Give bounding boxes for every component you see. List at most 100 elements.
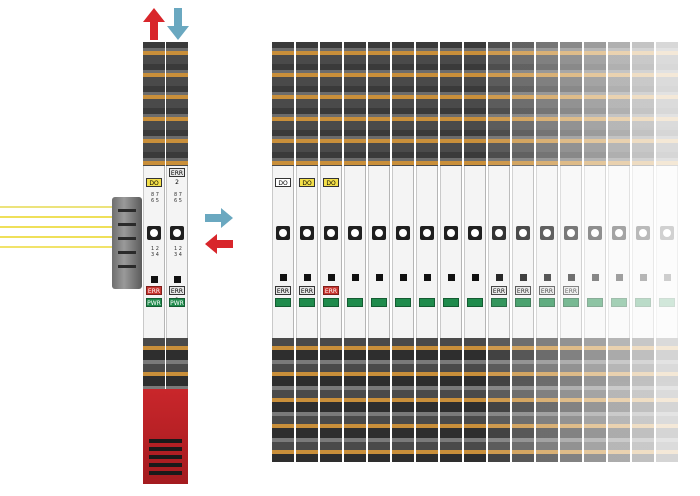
- module-status-label: PWR: [146, 298, 162, 307]
- module-status-indicator: [467, 298, 483, 307]
- rotary-switch-icon: [300, 226, 314, 240]
- terminal-block-bottom: [488, 338, 510, 462]
- led-square: [400, 274, 407, 281]
- terminal-block-top: [464, 42, 486, 166]
- rotary-switch-icon: [660, 226, 674, 240]
- led-square: [151, 276, 158, 283]
- connector-pin: [118, 223, 136, 226]
- rotary-switch-icon: [372, 226, 386, 240]
- module-status-indicator: [635, 298, 651, 307]
- terminal-block-top: [296, 42, 318, 166]
- red-extension-module: [143, 389, 188, 484]
- terminal-block-bottom: [608, 338, 630, 462]
- vent-slot: [149, 455, 182, 459]
- terminal-block-bottom: [296, 338, 318, 462]
- io-module: ERR: [560, 42, 582, 462]
- led-square: [592, 274, 599, 281]
- led-square: [472, 274, 479, 281]
- module-bottom-label: ERR: [275, 286, 291, 295]
- terminal-block-top: [584, 42, 606, 166]
- rotary-switch-icon: [420, 226, 434, 240]
- terminal-block-bottom: [416, 338, 438, 462]
- module-top-label: ERR 2: [169, 168, 185, 186]
- module-status-label: PWR: [169, 298, 185, 307]
- module-bottom-label: ERR: [323, 286, 339, 295]
- led-square: [304, 274, 311, 281]
- module-status-indicator: [419, 298, 435, 307]
- io-module: ERR: [536, 42, 558, 462]
- io-module: [368, 42, 390, 462]
- terminal-block-bottom: [392, 338, 414, 462]
- led-square: [640, 274, 647, 281]
- terminal-block-top: [656, 42, 678, 166]
- terminal-block-bottom: [320, 338, 342, 462]
- rotary-switch-icon: [396, 226, 410, 240]
- terminal-block-top: [488, 42, 510, 166]
- module-status-indicator: [491, 298, 507, 307]
- module-faceplate: DO 8 7 6 5 1 2 3 4 ERR PWR: [143, 166, 165, 338]
- connector-pin: [118, 209, 136, 212]
- terminal-block-bottom: [512, 338, 534, 462]
- module-faceplate: [344, 166, 366, 338]
- rotary-switch-icon: [324, 226, 338, 240]
- terminal-block-bottom: [464, 338, 486, 462]
- module-faceplate: [608, 166, 630, 338]
- fiber-line: [0, 246, 120, 248]
- connector-pin: [118, 237, 136, 240]
- fiber-line: [0, 216, 120, 218]
- rotary-switch-icon: [540, 226, 554, 240]
- terminal-block-top: [392, 42, 414, 166]
- module-bottom-label: ERR: [491, 286, 507, 295]
- module-faceplate: ERR: [512, 166, 534, 338]
- terminal-block-bottom: [536, 338, 558, 462]
- fiber-connector: [112, 197, 142, 289]
- module-bottom-label: ERR: [299, 286, 315, 295]
- module-status-indicator: [587, 298, 603, 307]
- led-square: [174, 276, 181, 283]
- module-bottom-label: ERR: [539, 286, 555, 295]
- terminal-block-top: [536, 42, 558, 166]
- terminal-block-bottom: [584, 338, 606, 462]
- terminal-block-bottom: [344, 338, 366, 462]
- terminal-block-top: [143, 42, 165, 166]
- terminal-block-bottom: [272, 338, 294, 462]
- module-status-indicator: [347, 298, 363, 307]
- module-bottom-label: ERR 1: [169, 286, 185, 304]
- module-faceplate: ERR: [560, 166, 582, 338]
- rotary-switch-icon: [444, 226, 458, 240]
- module-faceplate: [416, 166, 438, 338]
- module-status-indicator: [299, 298, 315, 307]
- fiber-line: [0, 226, 120, 228]
- arrow-down-blue-icon: [167, 8, 189, 40]
- module-status-indicator: [371, 298, 387, 307]
- terminal-block-bottom: [440, 338, 462, 462]
- rotary-switch-icon: [516, 226, 530, 240]
- led-square: [544, 274, 551, 281]
- module-status-indicator: [611, 298, 627, 307]
- rotary-switch-icon: [564, 226, 578, 240]
- terminal-block-top: [166, 42, 188, 166]
- module-faceplate: [368, 166, 390, 338]
- module-faceplate: [392, 166, 414, 338]
- led-square: [520, 274, 527, 281]
- module-bottom-label: ERR: [146, 286, 162, 295]
- io-module: ERR: [488, 42, 510, 462]
- arrow-left-red-icon: [205, 234, 233, 254]
- terminal-block-top: [608, 42, 630, 166]
- module-status-indicator: [275, 298, 291, 307]
- rotary-switch-icon: [276, 226, 290, 240]
- module-top-label: DO: [146, 178, 162, 187]
- rotary-switch-icon: [636, 226, 650, 240]
- io-module: ERR: [512, 42, 534, 462]
- led-square: [376, 274, 383, 281]
- module-faceplate: ERR: [536, 166, 558, 338]
- vent-slot: [149, 439, 182, 443]
- led-square: [448, 274, 455, 281]
- led-square: [280, 274, 287, 281]
- rotary-switch-icon: [348, 226, 362, 240]
- module-bottom-label: ERR: [563, 286, 579, 295]
